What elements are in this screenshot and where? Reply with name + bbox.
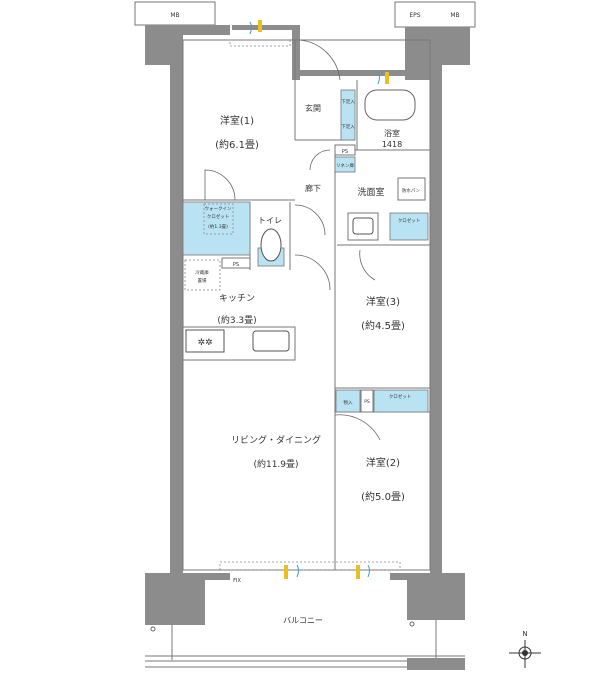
toilet-label: トイレ <box>258 216 282 225</box>
wic-label-2: クロゼット <box>207 213 230 220</box>
western-room-1-size: (約6.1畳) <box>215 138 259 151</box>
ps-box-1 <box>334 144 356 156</box>
living-dining-name: リビング・ダイニング <box>231 434 321 446</box>
kitchen-size: (約3.3畳) <box>217 314 256 326</box>
ps-box-3 <box>360 389 374 413</box>
ps-box-2 <box>221 257 251 269</box>
fridge-label-2: 置場 <box>198 277 207 284</box>
toilet-fixture <box>257 228 285 267</box>
fridge-label-1: 冷蔵庫 <box>195 269 209 276</box>
fix-label: FIX <box>233 578 241 584</box>
closet-3-label: クロゼット <box>389 393 412 400</box>
living-dining-size: (約11.9畳) <box>253 458 298 470</box>
closet-3 <box>373 389 429 413</box>
doors <box>204 39 381 441</box>
kitchen-counter: ✲✲ <box>182 326 296 361</box>
shoe-cabinet-label-2: 下足入 <box>341 124 355 130</box>
western-room-3-name: 洋室(3) <box>366 295 400 308</box>
storage-closet <box>335 389 361 413</box>
compass-icon: N <box>509 630 541 668</box>
linen-label: リネン庫 <box>336 162 354 169</box>
svg-text:MB: MB <box>170 12 179 19</box>
western-room-2-name: 洋室(2) <box>366 456 400 469</box>
western-room-2-size: (約5.0畳) <box>361 490 405 503</box>
mb-box-left: MB <box>134 1 216 26</box>
svg-text:MB: MB <box>450 12 459 19</box>
storage-label: 物入 <box>344 399 353 406</box>
kitchen-name: キッチン <box>219 293 255 304</box>
bath-size: 1418 <box>382 140 402 149</box>
eps-mb-box-right: EPS MB <box>394 1 476 28</box>
svg-text:EPS: EPS <box>409 12 420 19</box>
balcony-label: バルコニー <box>283 616 323 625</box>
entrance-label: 玄関 <box>305 103 321 113</box>
bath-name: 浴室 <box>384 128 400 138</box>
waterproof-pan <box>397 177 426 201</box>
walls <box>145 25 470 625</box>
balcony-railing <box>145 620 465 670</box>
wic-label-1: ウォークイン <box>205 205 232 212</box>
shoe-cabinet-label-1: 下足入 <box>341 99 355 105</box>
bathtub <box>364 89 416 121</box>
western-room-3-size: (約4.5畳) <box>361 319 405 332</box>
waterproof-pan-label: 防水パン <box>402 187 421 194</box>
hallway-label: 廊下 <box>305 183 321 193</box>
linen-closet <box>334 156 356 173</box>
wash-closet <box>389 212 429 241</box>
western-room-1-name: 洋室(1) <box>220 114 254 127</box>
washroom-label: 洗面室 <box>357 186 384 198</box>
shoe-cabinet <box>340 89 356 141</box>
wash-closet-label: クロゼット <box>398 217 421 224</box>
ps-label-1: PS <box>342 149 348 155</box>
walk-in-closet <box>182 201 251 256</box>
ps-label-3: PS <box>364 399 370 405</box>
fridge-space <box>184 259 221 291</box>
svg-text:✲✲: ✲✲ <box>197 338 212 348</box>
wic-label-3: (約1.3畳) <box>208 223 228 230</box>
ps-label-2: PS <box>233 262 239 268</box>
svg-text:N: N <box>522 630 527 638</box>
ventilation-icons <box>249 20 389 579</box>
